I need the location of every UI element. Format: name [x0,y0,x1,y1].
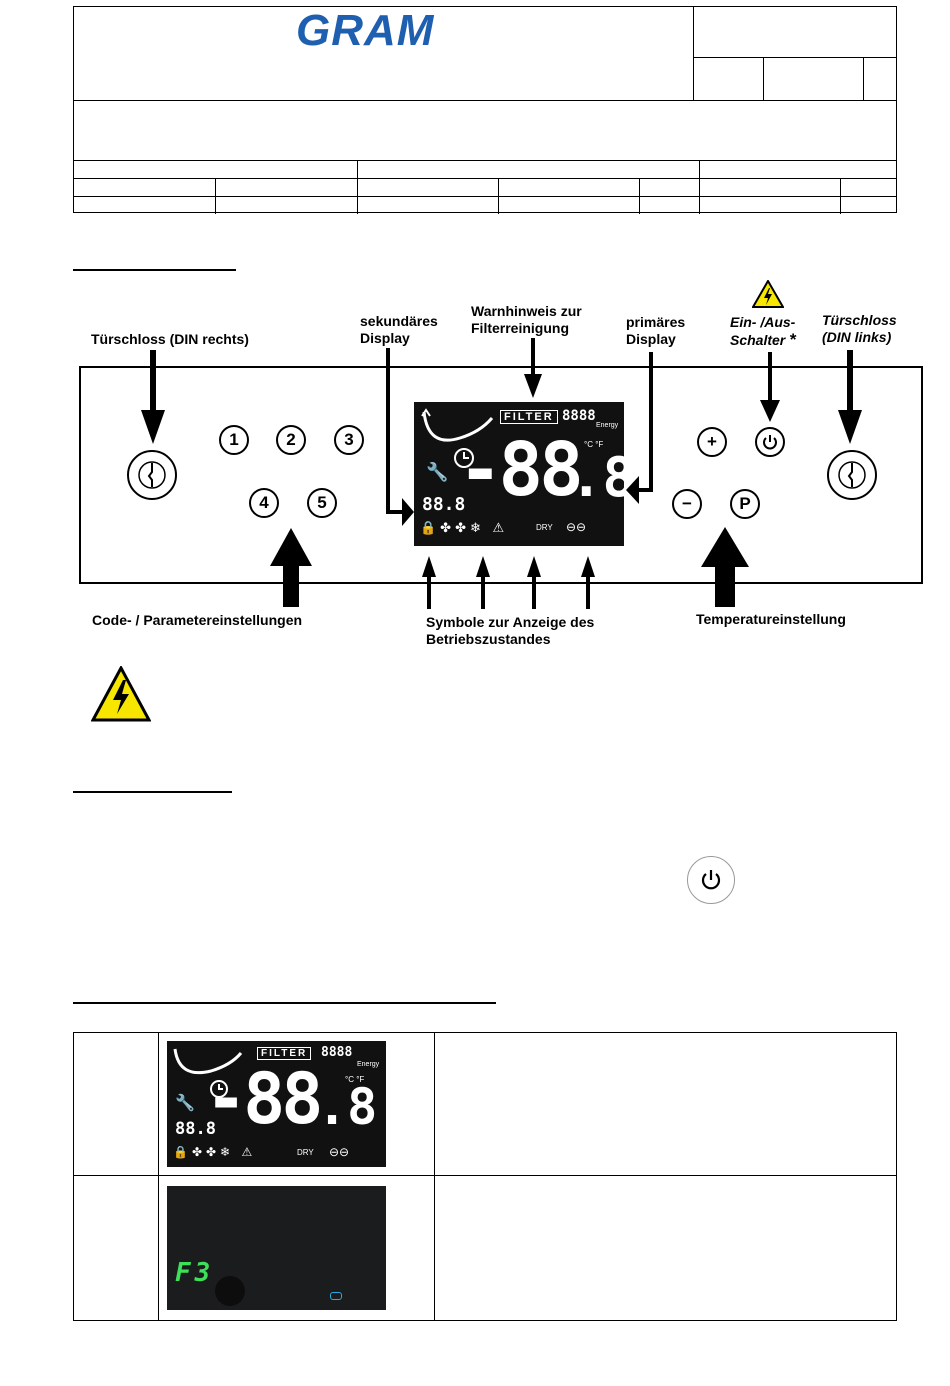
label-status-symbols: Symbole zur Anzeige des Betriebszustande… [426,614,595,647]
callout-arrows [141,338,862,609]
drawer-icon [330,1292,342,1300]
filter-indicator: FILTER [500,410,558,424]
status-symbols: 🔒✤✤❄ ⚠ [173,1145,257,1159]
primary-decimal-digit: .8 [570,446,636,509]
dry-indicator: DRY [536,523,553,532]
secondary-digits: 88.8 [175,1119,216,1139]
wrench-icon: 🔧 [426,462,449,482]
lcd-display-full: FILTER 8888 Energy °C °F 🔧 -88 .8 88.8 🔒… [167,1041,386,1167]
display-shadow [215,1276,245,1306]
energy-label: Energy [596,422,619,429]
clock-icon [210,1080,228,1098]
display-states-table [73,1032,897,1321]
primary-digits: -88 [458,427,584,513]
label-temperature-setting: Temperatureinstellung [696,611,846,627]
power-button-illustration [687,856,735,904]
primary-decimal-digit: .8 [317,1078,378,1136]
primary-digits: -88 [205,1058,323,1140]
section-heading-underline [73,791,232,793]
filter-indicator: FILTER [257,1047,312,1060]
lcd-display: FILTER 8888 Energy °C °F 🔧 -88 .8 88.8 🔒… [414,402,635,546]
status-symbols: 🔒✤✤❄ ⚠ [420,520,509,535]
unit-label: °C °F [345,1075,365,1084]
label-filter-warning: Warnhinweis zur Filterreinigung [471,303,582,336]
drawer-icons: ⊖⊖ [329,1145,350,1159]
dry-indicator: DRY [297,1148,314,1157]
label-code-parameters: Code- / Parametereinstellungen [92,612,303,628]
code-button-3[interactable]: 3 [334,425,364,455]
document-header-table [73,6,897,214]
clock-icon [454,448,474,468]
gram-logo: GRAM [296,6,435,55]
code-button-2[interactable]: 2 [276,425,306,455]
energy-label: Energy [357,1061,380,1068]
small-digits: 8888 [321,1045,353,1060]
code-button-5[interactable]: 5 [307,488,337,518]
power-icon [701,870,721,890]
label-door-lock-din-right: Türschloss (DIN rechts) [91,331,249,347]
minus-button[interactable]: − [672,489,702,519]
section-heading-underline [73,269,236,271]
airflow-icon [421,408,494,468]
code-button-1[interactable]: 1 [219,425,249,455]
unit-label: °C °F [584,440,604,449]
label-secondary-display: sekundäres Display [360,313,438,346]
drawer-icons: ⊖⊖ [566,520,587,534]
control-panel [79,366,923,584]
plus-button[interactable]: + [697,427,727,457]
secondary-digits: 88.8 [422,494,466,515]
airflow-icon [173,1048,243,1098]
label-on-off-switch: Ein- /Aus- Schalter * [730,314,796,349]
program-button[interactable]: P [730,489,760,519]
electrical-warning-icon [752,280,784,308]
door-lock-icon [127,450,177,500]
lcd-display-photo: F3 [167,1186,386,1310]
label-primary-display: primäres Display [626,314,686,347]
f3-display-code: F3 [175,1258,215,1288]
small-digits: 8888 [562,408,596,424]
door-lock-icon [827,450,877,500]
electrical-warning-icon [91,666,151,722]
power-button[interactable] [755,427,785,457]
code-button-4[interactable]: 4 [249,488,279,518]
wrench-icon: 🔧 [175,1095,195,1112]
label-door-lock-din-left: Türschloss (DIN links) [822,312,897,345]
section-heading-underline [73,1002,496,1004]
power-icon [763,435,777,450]
